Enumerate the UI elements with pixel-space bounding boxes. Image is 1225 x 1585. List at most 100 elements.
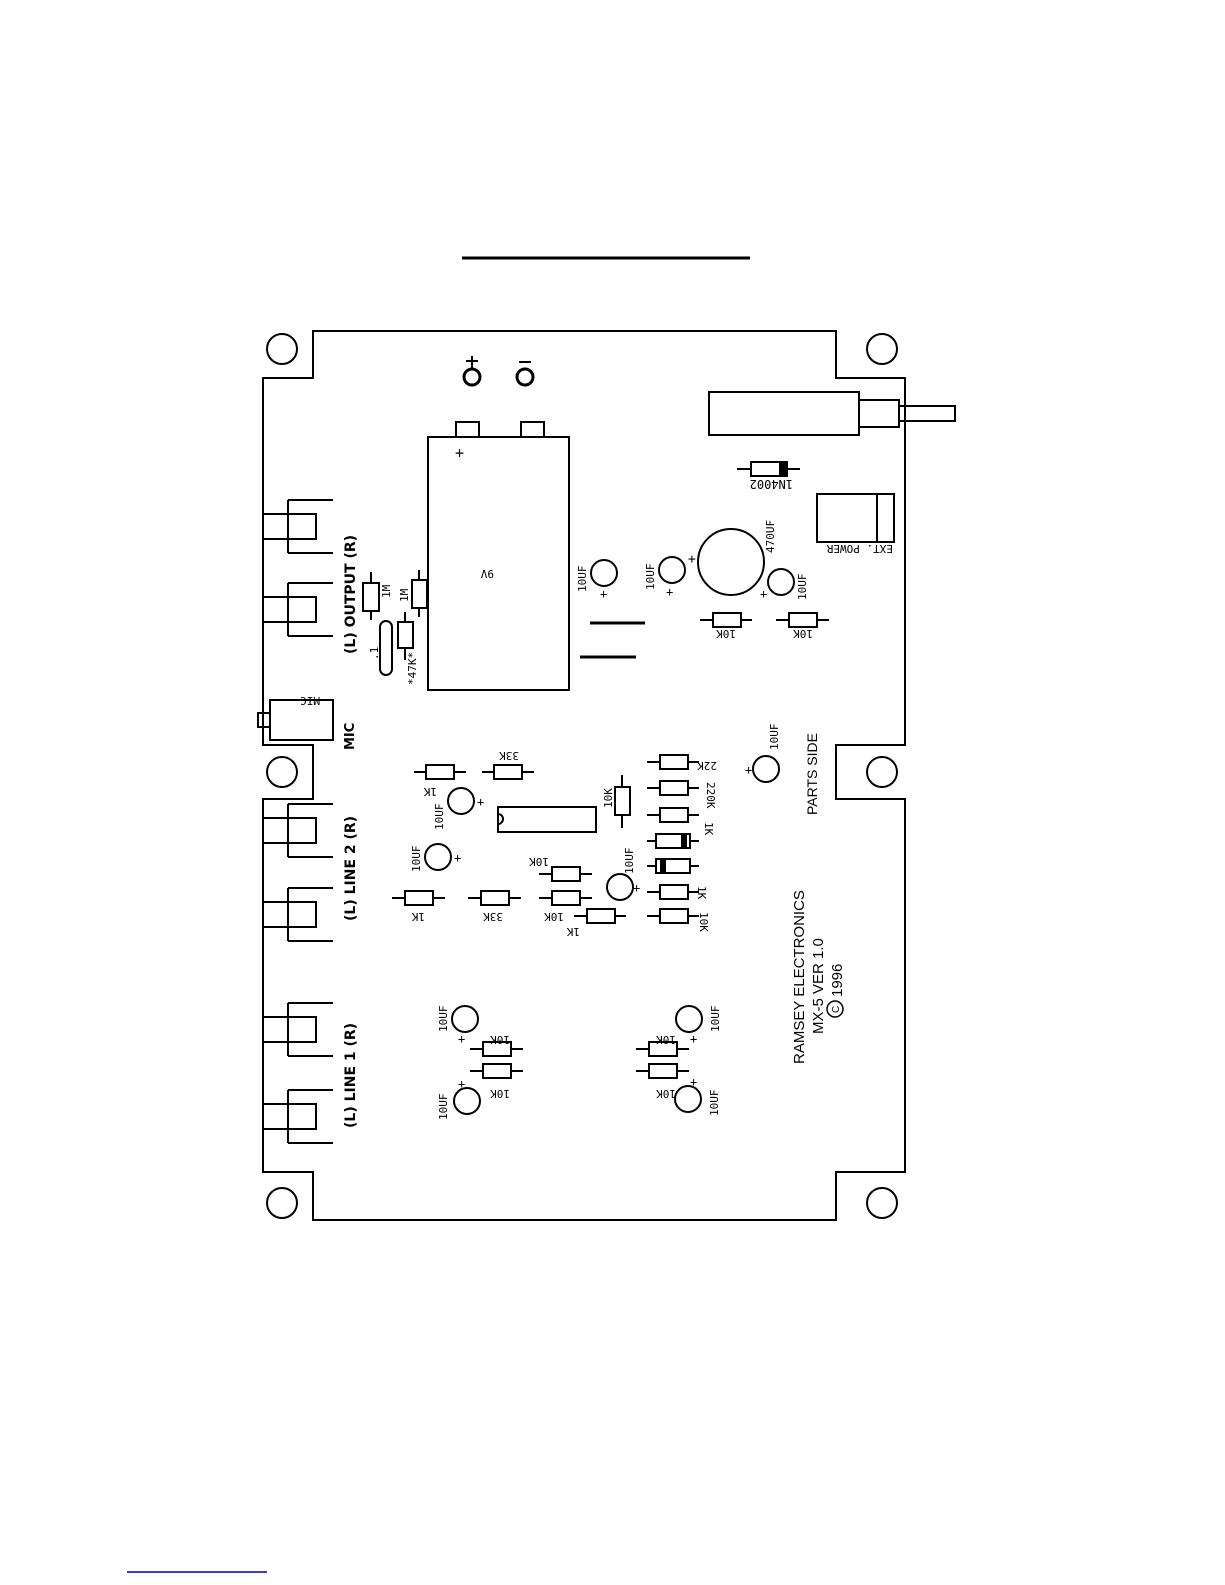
parts-side-label: PARTS SIDE xyxy=(804,733,820,815)
ic-chip xyxy=(498,807,596,832)
diode-b xyxy=(647,859,699,873)
svg-text:+: + xyxy=(690,1075,697,1089)
capacitor-point1-label: .1 xyxy=(368,647,381,660)
resistor-10k-c-label: 10K xyxy=(602,788,615,808)
capacitor-10uf-k-label: 10UF xyxy=(708,1090,721,1117)
resistor-1k-b-label: 1K xyxy=(702,822,715,836)
resistor-47k-label: *47K* xyxy=(406,652,419,685)
capacitor-10uf-g: + xyxy=(425,844,461,870)
capacitor-10uf-f: + xyxy=(607,874,640,900)
mounting-hole-top-left xyxy=(267,334,297,364)
mounting-hole-top-right xyxy=(867,334,897,364)
resistor-10k-b xyxy=(776,613,829,627)
output-jack-right xyxy=(263,500,333,553)
capacitor-470uf-label: 470UF xyxy=(764,520,777,553)
capacitor-10uf-c: + xyxy=(760,569,794,601)
output-jack-left xyxy=(263,583,333,636)
power-switch xyxy=(709,392,955,435)
capacitor-10uf-a: + xyxy=(591,560,617,601)
brand-line-1: RAMSEY ELECTRONICS xyxy=(791,890,808,1064)
line1-jack-right xyxy=(263,1003,333,1056)
line2-jack-left xyxy=(263,888,333,941)
capacitor-10uf-i-label: 10UF xyxy=(437,1094,450,1121)
resistor-1k-d-label: 1K xyxy=(566,925,580,938)
resistor-1k-a xyxy=(414,765,466,779)
copyright-letter: C xyxy=(831,1006,842,1013)
resistor-1m-a-label: 1M xyxy=(380,584,393,598)
diode-label: 1N4002 xyxy=(750,477,793,491)
diode-1n4002 xyxy=(737,462,800,476)
resistor-1k-e xyxy=(647,885,699,899)
svg-text:+: + xyxy=(760,587,767,601)
diode-a xyxy=(647,834,699,848)
capacitor-10uf-b-label: 10UF xyxy=(644,564,657,591)
resistor-10k-j-label: 10K xyxy=(656,1087,676,1100)
ext-power-jack xyxy=(817,494,894,542)
resistor-10k-a-label: 10K xyxy=(716,627,736,640)
resistor-220k-label: 220K xyxy=(704,782,717,809)
capacitor-10uf-h-label: 10UF xyxy=(437,1006,450,1033)
resistor-22k-label: 22K xyxy=(697,759,717,772)
resistor-10k-e-label: 10K xyxy=(544,910,564,923)
mounting-hole-mid-right xyxy=(867,757,897,787)
resistor-1k-d xyxy=(574,909,626,923)
resistor-10k-b-label: 10K xyxy=(793,627,813,640)
mic-label: MIC xyxy=(343,723,358,750)
capacitor-10uf-f-label: 10UF xyxy=(623,848,636,875)
mounting-hole-bottom-right xyxy=(867,1188,897,1218)
capacitor-10uf-c-label: 10UF xyxy=(796,574,809,601)
line2-jack-right xyxy=(263,804,333,857)
resistor-10k-h-label: 10K xyxy=(490,1087,510,1100)
resistor-33k-a-label: 33K xyxy=(499,749,519,762)
resistor-220k xyxy=(647,781,699,795)
mounting-hole-bottom-left xyxy=(267,1188,297,1218)
capacitor-10uf-d: + xyxy=(745,756,779,782)
resistor-10k-a xyxy=(700,613,752,627)
brand-line-3: 1996 xyxy=(829,964,846,997)
resistor-33k-b xyxy=(468,891,521,905)
resistor-10k-e xyxy=(539,891,592,905)
capacitor-10uf-j: + xyxy=(676,1006,702,1046)
resistor-1k-a-label: 1K xyxy=(423,785,437,798)
battery-clip-negative xyxy=(521,422,544,437)
svg-text:+: + xyxy=(454,851,461,865)
capacitor-10uf-d-label: 10UF xyxy=(768,724,781,751)
svg-text:+: + xyxy=(745,763,752,777)
resistor-1k-c-label: 1K xyxy=(411,910,425,923)
output-label: (L) OUTPUT (R) xyxy=(343,535,359,654)
svg-text:+: + xyxy=(633,881,640,895)
line1-jack-left xyxy=(263,1090,333,1143)
resistor-1m-b-label: 1M xyxy=(398,588,411,602)
resistor-10k-f xyxy=(647,909,699,923)
resistor-1m-a xyxy=(363,572,379,620)
svg-text:+: + xyxy=(690,1032,697,1046)
capacitor-10uf-e: + xyxy=(448,788,484,814)
mic-jack-label: MIC xyxy=(300,694,320,707)
battery-negative-terminal xyxy=(517,362,533,385)
capacitor-10uf-i: + xyxy=(454,1077,480,1114)
capacitor-10uf-g-label: 10UF xyxy=(410,846,423,873)
battery-clip-positive xyxy=(456,422,479,437)
capacitor-10uf-e-label: 10UF xyxy=(433,804,446,831)
capacitor-470uf xyxy=(698,529,764,595)
battery-9v xyxy=(428,437,569,690)
resistor-1k-c xyxy=(392,891,445,905)
svg-text:+: + xyxy=(600,587,607,601)
mic-jack xyxy=(258,700,333,740)
svg-text:+: + xyxy=(458,1077,465,1091)
capacitor-point1 xyxy=(380,621,392,675)
resistor-1k-b xyxy=(647,808,699,822)
resistor-1m-b xyxy=(412,570,427,617)
capacitor-10uf-j-label: 10UF xyxy=(709,1006,722,1033)
resistor-22k xyxy=(647,755,699,769)
resistor-10k-h xyxy=(470,1064,523,1078)
resistor-33k-a xyxy=(482,765,534,779)
line1-label: (L) LINE 1 (R) xyxy=(343,1023,359,1128)
capacitor-10uf-k: + xyxy=(675,1075,701,1112)
resistor-10k-f-label: 10K xyxy=(697,912,710,932)
battery-positive-terminal xyxy=(464,356,480,385)
resistor-10k-i-label: 10K xyxy=(656,1033,676,1046)
resistor-10k-g-label: 10K xyxy=(490,1033,510,1046)
footer-link-underline[interactable] xyxy=(127,1571,267,1573)
mounting-hole-mid-left xyxy=(267,757,297,787)
